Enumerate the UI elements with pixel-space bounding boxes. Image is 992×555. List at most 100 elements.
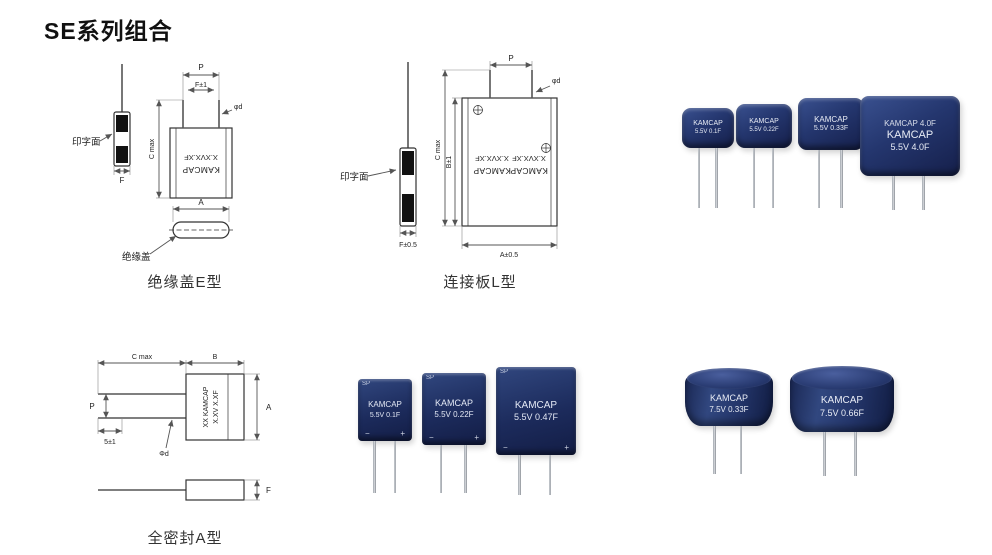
capacitor-brand: KAMCAP: [434, 397, 473, 408]
l-type-technical-drawing: 印字面 F±0.5: [340, 54, 561, 259]
e-type-technical-drawing: F 印字面 KAMCAP X.XVX.XF P F±1 φd C max: [72, 63, 243, 263]
print-face-leader: [99, 133, 113, 142]
series-marking: SP: [426, 375, 435, 381]
dim-label-a: A±0.5: [500, 252, 518, 259]
l-type-capacitor-side-view: [399, 62, 417, 237]
brand-text: XX KAMCAP: [203, 386, 210, 427]
e-type-marking-text: KAMCAP X.XVX.XF: [182, 153, 220, 175]
caption-a-type: 全密封A型: [147, 530, 223, 547]
caption-e-type: 绝缘盖E型: [147, 274, 223, 291]
dim-label-cmax: C max: [149, 138, 156, 159]
polarity-minus: −: [429, 432, 434, 442]
a-type-marking-text: XX KAMCAP X.XV X.XF: [203, 386, 220, 427]
dim-label-5: 5±1: [104, 439, 116, 446]
capacitor-top-marking: KAMCAP 4.0F: [884, 118, 936, 128]
a-type-main-view: [97, 360, 260, 449]
print-face-leader: [367, 168, 397, 177]
sp-capacitor-2: SP KAMCAP 5.5V 0.22F − +: [422, 373, 486, 493]
capacitor-spec: 5.5V 0.1F: [694, 128, 721, 135]
capacitor-spec: 7.5V 0.33F: [709, 404, 749, 414]
spec-text: X.XV X.XF: [213, 390, 220, 423]
a-type-technical-drawing: XX KAMCAP X.XV X.XF C max B P 5±1 Φd A F: [89, 354, 272, 501]
capacitor-spec: 5.5V 0.33F: [813, 124, 849, 132]
dim-label-f1: F±1: [195, 82, 207, 89]
dim-label-p: P: [508, 54, 513, 63]
capacitor-lead: [771, 148, 775, 208]
capacitor-brand: KAMCAP: [814, 114, 848, 124]
dim-label-b: B: [213, 354, 218, 361]
print-face-label: 印字面: [72, 136, 101, 148]
cylindrical-capacitor-1: KAMCAP 7.5V 0.33F: [685, 368, 773, 474]
dim-label-phid: φd: [552, 78, 561, 85]
capacitor-spec: 7.5V 0.66F: [819, 408, 865, 419]
dim-label-cmax: C max: [132, 354, 153, 361]
capacitor-brand: KAMCAP: [514, 399, 558, 411]
dim-label-cmax: C max: [435, 139, 442, 160]
capacitor-lead: [854, 432, 857, 476]
l-type-dimension-view: [442, 61, 558, 249]
capacitor-lead: [548, 455, 552, 495]
dim-label-f: F±0.5: [399, 242, 417, 249]
capacitor-label: KAMCAP 7.5V 0.33F: [685, 392, 773, 415]
dim-label-phid: φd: [234, 104, 243, 111]
sp-capacitors-photo: SP KAMCAP 5.5V 0.1F − + SP KAMCAP 5.5V 0…: [350, 365, 590, 505]
brand-text: KAMCAP: [473, 166, 511, 176]
cylindrical-capacitors-photo: KAMCAP 7.5V 0.33F KAMCAP 7.5V 0.66F: [680, 360, 900, 485]
radial-capacitors-photo: KAMCAP 5.5V 0.1F KAMCAP 5.5V 0.22F KAMCA…: [670, 90, 970, 225]
a-type-bottom-view: [98, 479, 260, 501]
dim-label-phid: Φd: [159, 451, 169, 458]
print-face-label: 印字面: [340, 171, 369, 183]
capacitor-lead: [439, 445, 443, 493]
capacitor-brand: KAMCAP: [368, 400, 402, 410]
series-marking: SP: [500, 369, 509, 375]
polarity-plus: +: [564, 442, 569, 452]
dim-label-p: P: [198, 63, 203, 72]
capacitor-lead: [817, 150, 821, 208]
insulation-cover-label: 绝缘盖: [122, 251, 151, 263]
page-title: SE系列组合: [44, 18, 173, 44]
caption-l-type: 连接板L型: [443, 274, 517, 291]
capacitor-lead: [892, 176, 895, 210]
brand-text: KAMCAP: [182, 165, 220, 175]
polarity-minus: −: [503, 442, 508, 452]
e-type-capacitor-side-view: [113, 64, 131, 175]
radial-capacitor-4: KAMCAP 4.0F KAMCAP 5.5V 4.0F: [860, 96, 960, 210]
dim-label-f: F: [120, 176, 125, 185]
capacitor-lead: [393, 441, 397, 493]
spec-text: X.XVX.XF: [184, 153, 218, 162]
spec-text: X.XVX.XF: [512, 154, 546, 163]
l-type-marking-text-2: KAMCAP X.XVX.XF: [510, 154, 548, 176]
capacitor-spec: 5.5V 0.1F: [369, 411, 401, 419]
capacitor-label: KAMCAP 7.5V 0.66F: [790, 394, 894, 420]
polarity-minus: −: [365, 428, 370, 438]
capacitor-brand: KAMCAP: [749, 117, 779, 125]
dim-label-a: A: [266, 403, 272, 412]
capacitor-lead: [922, 176, 925, 210]
brand-text: KAMCAP: [510, 166, 548, 176]
capacitor-top: [792, 366, 892, 390]
capacitor-spec: 5.5V 0.22F: [434, 409, 474, 419]
e-type-dimension-view: [156, 72, 233, 199]
radial-capacitor-2: KAMCAP 5.5V 0.22F: [736, 104, 792, 208]
capacitor-lead: [715, 148, 718, 208]
l-type-marking-text-1: KAMCAP X.XVX.XF: [473, 154, 511, 176]
capacitor-brand: KAMCAP: [820, 394, 864, 406]
series-marking: SP: [362, 381, 371, 387]
radial-capacitor-3: KAMCAP 5.5V 0.33F: [798, 98, 864, 208]
insulation-cover-view: [149, 206, 233, 255]
capacitor-lead: [823, 432, 826, 476]
capacitor-lead: [518, 455, 521, 495]
radial-capacitor-1: KAMCAP 5.5V 0.1F: [682, 108, 734, 208]
capacitor-brand: KAMCAP: [693, 119, 723, 127]
polarity-plus: +: [400, 428, 405, 438]
capacitor-lead: [697, 148, 701, 208]
spec-text: X.XVX.XF: [475, 154, 509, 163]
capacitor-spec: 5.5V 4.0F: [890, 142, 930, 153]
capacitor-lead: [373, 441, 376, 493]
capacitor-lead: [739, 426, 743, 474]
cylindrical-capacitor-2: KAMCAP 7.5V 0.66F: [790, 366, 894, 476]
dim-label-b: B±1: [446, 156, 453, 169]
dim-label-f: F: [266, 486, 271, 495]
capacitor-spec: 5.5V 0.47F: [513, 411, 559, 422]
